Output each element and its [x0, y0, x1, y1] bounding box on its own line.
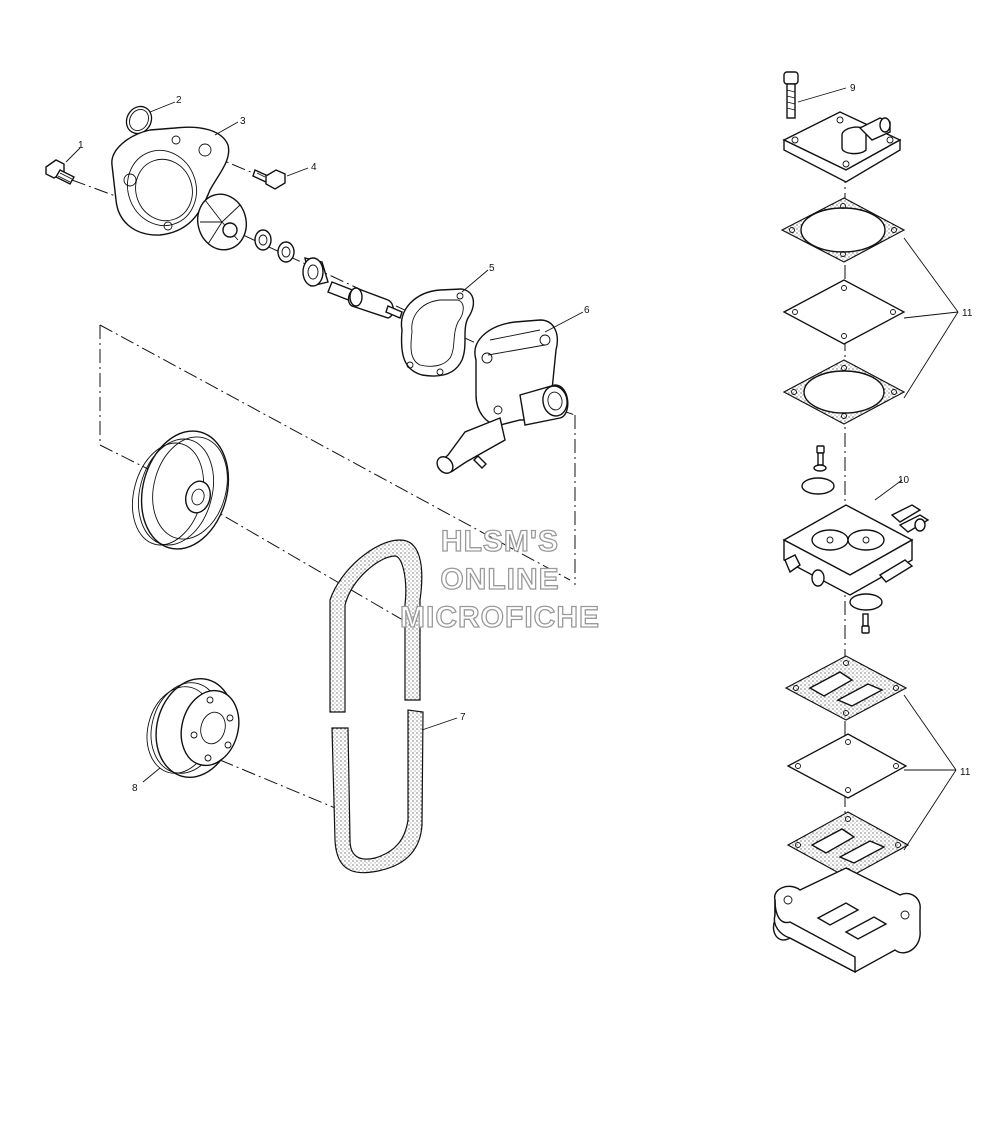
diaphragm-upper: [782, 279, 906, 345]
watermark-line-3: MICROFICHE: [400, 601, 600, 634]
screw-part-9: [783, 71, 799, 119]
seal-ring: [254, 229, 272, 251]
watermark-line-2: ONLINE: [440, 563, 559, 596]
callout-9: 9: [850, 83, 856, 94]
fuel-pump-body-part-10: [782, 504, 930, 596]
bolt-part-1: [45, 159, 75, 185]
callout-10: 10: [898, 475, 910, 486]
lower-pulley-part-8: [146, 678, 240, 778]
upper-pulley: [132, 430, 230, 550]
drive-belt-part-7: [329, 539, 424, 874]
callout-5: 5: [489, 263, 495, 274]
watermark-line-1: HLSM'S: [441, 525, 559, 558]
pump-housing-part-6: [436, 319, 569, 474]
gasket-lower-frame-1: [784, 655, 908, 721]
watermark: HLSM'S ONLINE MICROFICHE: [399, 524, 600, 634]
leader-lines-left: [65, 101, 584, 783]
gasket-lower-frame-2: [786, 811, 910, 879]
callout-7: 7: [460, 712, 466, 723]
callout-4: 4: [311, 162, 317, 173]
callout-11-upper: 11: [962, 308, 973, 319]
callout-2: 2: [176, 95, 182, 106]
leader-lines-right: [797, 87, 959, 851]
callout-8: 8: [132, 783, 138, 794]
callout-1: 1: [78, 140, 84, 151]
bearing: [302, 257, 329, 287]
bolt-part-4: [252, 169, 286, 190]
fuel-pump-base: [772, 867, 921, 974]
gasket-upper-frame-1: [780, 197, 906, 263]
gasket-upper-frame-2: [782, 359, 906, 425]
fuel-pump-cover: [782, 111, 902, 183]
seal-ring: [277, 241, 295, 263]
pump-shaft: [327, 281, 403, 319]
check-valve-screw-lower: [849, 593, 883, 634]
o-ring-part-2: [125, 105, 153, 135]
diaphragm-lower: [786, 733, 908, 799]
callout-6: 6: [584, 305, 590, 316]
impeller: [197, 193, 247, 251]
gasket-part-5: [400, 288, 475, 377]
callout-3: 3: [240, 116, 246, 127]
check-valve-screw-upper: [801, 445, 835, 495]
callout-11-lower: 11: [960, 767, 971, 778]
